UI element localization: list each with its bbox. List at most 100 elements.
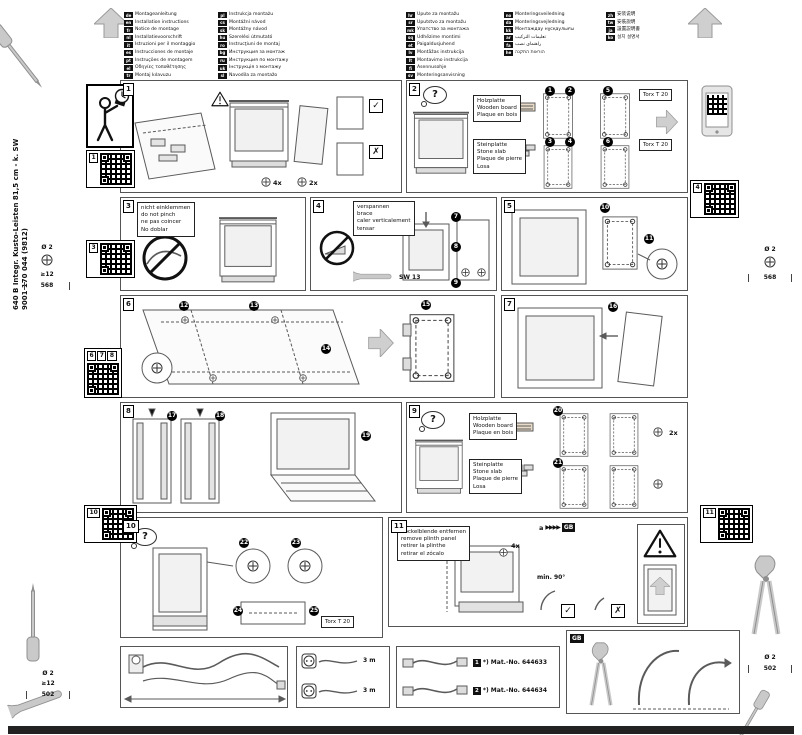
language-code-tag: et — [406, 42, 415, 49]
callout: 19 — [361, 431, 371, 441]
drill-depth: ≥12 — [40, 271, 54, 278]
correct-mark: ✓ — [561, 604, 575, 618]
label-line: No doblar — [141, 226, 168, 233]
drill-depth: ≥12 — [41, 680, 55, 687]
screw-icon — [764, 256, 776, 268]
step-panel-5: 5 10 11 — [501, 197, 688, 291]
language-code-tag: hu — [218, 34, 227, 41]
label-line: tensar — [357, 225, 375, 232]
language-code-tag: fr — [124, 27, 133, 34]
cable-line — [318, 659, 358, 664]
callout: 23 — [291, 538, 301, 548]
callout: 6 — [603, 137, 613, 147]
language-label: 安裝說明 — [617, 19, 636, 25]
parts-overview-drawing — [134, 91, 364, 187]
step-ref-tag: 10 — [87, 508, 101, 518]
callout: 15 — [421, 300, 431, 310]
language-code-tag: ro — [218, 42, 227, 49]
language-code-tag: bg — [218, 49, 227, 56]
language-code-tag: ar — [504, 34, 513, 41]
language-row: ar تعليمات التركيب — [504, 34, 574, 41]
qr-code — [704, 183, 737, 215]
language-row: no Monteringsveiledning — [504, 12, 574, 18]
language-code-tag: kk — [504, 27, 513, 34]
screw-icon — [41, 254, 53, 266]
cable-length-label: 3 m — [363, 687, 376, 694]
step-panel-8: 8 17 18 19 — [120, 402, 402, 513]
hose-routing-panel — [120, 646, 288, 708]
language-code-tag: ko — [606, 34, 615, 41]
step-ref-tag: 3 — [89, 243, 99, 253]
language-row: it Istruzioni per il montaggio — [124, 42, 195, 49]
label-line: brace — [357, 210, 373, 217]
qr-code-step-1: 1 — [86, 150, 136, 188]
callout: 25 — [309, 606, 319, 616]
language-row: da Monteringsvejledning — [504, 19, 574, 26]
niche-height-dim: 568 — [24, 282, 70, 290]
language-row: es Instrucciones de montaje — [124, 49, 195, 56]
label-line: caler verticalement — [357, 218, 411, 225]
language-label: הוראות התקנה — [515, 49, 545, 55]
language-list-col3: hr Upute za montažu sr Uputstvo za monta… — [406, 12, 469, 80]
language-label: 設置説明書 — [617, 27, 640, 33]
language-list-col2: pl Instrukcja montażu cs Montážní návod … — [218, 12, 288, 80]
language-row: en Installation instructions — [124, 19, 195, 26]
screwdriver-icon — [26, 582, 40, 662]
callout: 20 — [553, 406, 563, 416]
language-code-tag: he — [504, 49, 513, 56]
fold-arrow-up-right-icon — [688, 8, 722, 38]
language-label: Monteringsanvisning — [417, 72, 465, 78]
language-label: Montavimo instrukcija — [417, 57, 468, 63]
gb-variant-panel: GB — [566, 630, 740, 714]
front-template-drawing — [511, 209, 678, 285]
label-line: Plaque en bois — [477, 112, 518, 119]
language-label: Montāžas instrukcija — [417, 49, 465, 55]
step-panel-6: 6 12 13 14 15 — [120, 295, 495, 398]
label-line: nicht einklemmen — [141, 204, 191, 211]
language-row: fa راهنمای نصب — [504, 42, 574, 49]
step-panel-10: 10 ? Torx T 20 22 23 24 25 — [120, 517, 383, 638]
language-code-tag: de — [124, 12, 133, 18]
language-label: Instruções de montagem — [135, 57, 193, 63]
drill-diameter: Ø 2 — [764, 654, 776, 661]
language-label: Installatievoorschrift — [135, 34, 183, 40]
label-line: do not pinch — [141, 211, 176, 218]
label-line: Losa — [477, 163, 490, 170]
wrong-mark: ✗ — [611, 604, 625, 618]
language-code-tag: pt — [124, 57, 133, 64]
model-title: 640 B Integr. Kusto-Leisten 81,5 cm - k.… — [12, 138, 20, 310]
hinge-adjustment-drawing — [152, 547, 323, 631]
language-label: Montaj kılavuzu — [135, 72, 172, 78]
qr-code-step-4: 4 — [690, 180, 740, 218]
step-number: 2 — [409, 83, 420, 96]
bottom-fold-bar — [8, 726, 794, 734]
language-label: Montageanleitung — [135, 12, 177, 17]
language-code-tag: uk — [218, 65, 227, 72]
screw-quantity: 4x — [511, 542, 520, 550]
step-ref-tag: 8 — [107, 351, 117, 361]
panel-hanging-drawing — [517, 307, 663, 389]
language-row: pl Instrukcja montażu — [218, 12, 288, 18]
pilot-hole-measure-left: Ø 2 ≥12 568 — [24, 242, 70, 290]
question-bubble: ? — [131, 528, 157, 549]
cable-length-label: 3 m — [363, 657, 376, 664]
part-tag: 1 — [473, 659, 481, 667]
gb-panel-tag: GB — [570, 634, 584, 643]
language-row: hr Upute za montažu — [406, 12, 469, 18]
language-list-col1: de Montageanleitung en Installation inst… — [124, 12, 195, 80]
language-row: he הוראות התקנה — [504, 49, 574, 56]
screw-quantity: 2x — [309, 179, 318, 187]
language-row: fi Asennusohje — [406, 65, 469, 72]
language-label: راهنمای نصب — [515, 42, 542, 48]
step-number: 1 — [123, 83, 134, 96]
spare-cable-panel: 1 *) Mat.-No. 644633 2 *) Mat.-No. 64463… — [396, 646, 560, 708]
language-row: kk Монтаждау нұсқаулығы — [504, 27, 574, 34]
language-code-tag: mk — [406, 27, 415, 34]
qr-code — [718, 508, 751, 540]
torx-bit-label: Torx T 20 — [321, 616, 355, 629]
callout: 3 — [545, 137, 555, 147]
